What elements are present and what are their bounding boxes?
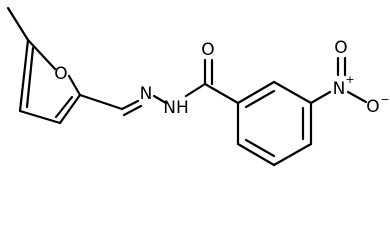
bond-furan-c4-c5 bbox=[18, 38, 30, 113]
molecule-diagram: O N NH O N + O − O bbox=[6, 6, 390, 167]
structure-canvas: O N NH O N + O − O bbox=[6, 6, 390, 167]
bond-ch-n-double bbox=[122, 104, 143, 117]
bond-benzene-inner-a bbox=[244, 89, 276, 109]
atom-nitro-oxygen-charge: − bbox=[380, 93, 389, 106]
bond-furan-o-c2 bbox=[67, 74, 82, 97]
bond-furan-c4-c5-inner bbox=[25, 46, 35, 109]
atom-hydrazone-n1: N bbox=[140, 84, 153, 104]
atom-nitro-nitrogen-charge: + bbox=[345, 73, 354, 86]
bond-furan-c2-c3 bbox=[58, 93, 82, 125]
bond-n-n bbox=[152, 94, 168, 105]
bond-furan-c2-c3-inner bbox=[54, 95, 74, 119]
bond-benzene-2-3 bbox=[272, 80, 313, 105]
atom-carbonyl-oxygen: O bbox=[201, 40, 214, 60]
bond-benzene-4-5 bbox=[272, 142, 313, 167]
atom-nitro-nitrogen: N bbox=[333, 79, 346, 99]
atom-hydrazone-nh: NH bbox=[163, 98, 189, 118]
bond-carbonyl-ring bbox=[203, 82, 240, 105]
bond-layer bbox=[6, 6, 368, 167]
bond-benzene-inner-c bbox=[244, 138, 276, 158]
bond-c2-ch bbox=[78, 93, 124, 111]
atom-nitro-oxygen-double: O bbox=[334, 38, 347, 58]
bond-nitro-o-single bbox=[346, 90, 368, 104]
bond-methyl bbox=[6, 6, 30, 42]
bond-furan-c5-o bbox=[26, 38, 57, 71]
bond-ch-n bbox=[120, 99, 140, 111]
atom-ring-oxygen: O bbox=[54, 64, 67, 84]
bond-furan-c3-c4 bbox=[18, 109, 62, 125]
atom-label-layer: O N NH O N + O − O bbox=[54, 38, 389, 118]
bond-benzene-5-6 bbox=[236, 142, 276, 167]
bond-ring-nitro bbox=[309, 90, 332, 105]
atom-nitro-oxygen-single: O bbox=[366, 97, 379, 117]
bond-nh-carbonyl bbox=[184, 82, 207, 98]
bond-benzene-1-2 bbox=[236, 80, 276, 105]
